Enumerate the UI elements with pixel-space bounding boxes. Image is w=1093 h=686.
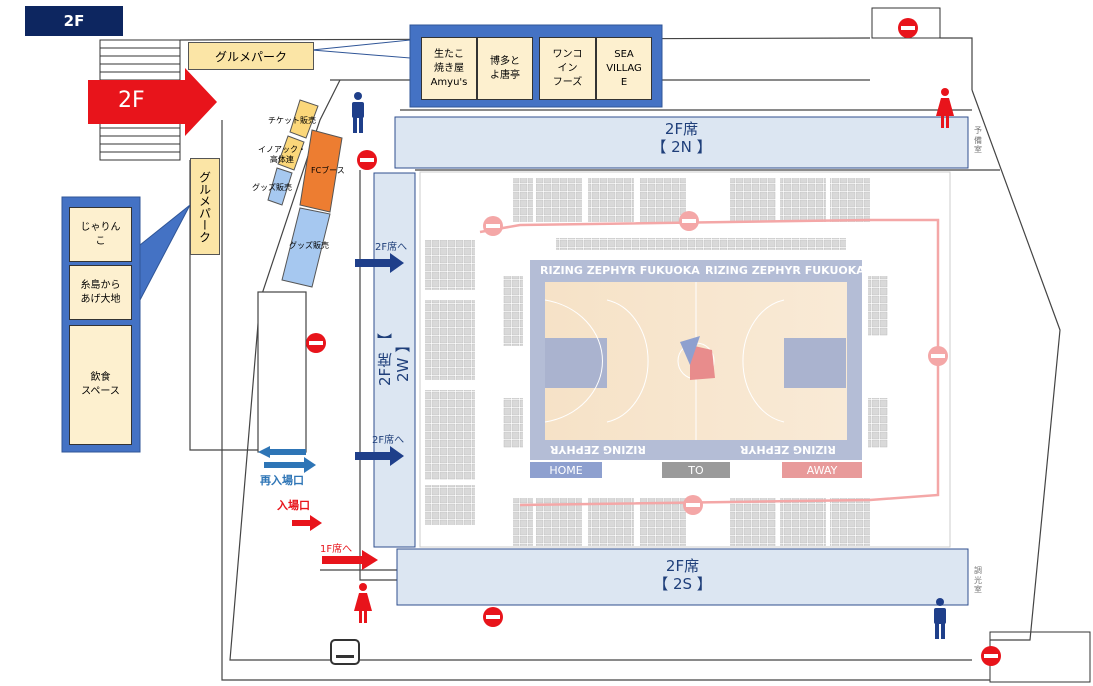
male-toilet-icon — [352, 92, 364, 133]
stall-amyus: 生たこ 焼き屋 Amyu's — [421, 37, 477, 100]
seat-section-2w — [373, 172, 416, 548]
reentry-label: 再入場口 — [260, 474, 304, 487]
stall-jarinko: じゃりん こ — [69, 207, 132, 262]
team-logo — [690, 345, 715, 380]
seat-block — [588, 498, 634, 546]
seat-2n-label: 2F席【 2N 】 — [651, 120, 712, 156]
stall-sea-village: SEA VILLAG E — [596, 37, 652, 100]
seat-section-2s — [396, 548, 969, 606]
seat-block — [730, 498, 776, 546]
seat-block — [556, 238, 846, 250]
court-banner-bottom-left: RIZING ZEPHYR — [550, 443, 646, 456]
seat-2s-label: 2F席【 2S 】 — [653, 557, 712, 593]
smoking-area-icon — [330, 639, 360, 665]
spare-room-label: 予 備 室 — [974, 126, 982, 155]
no-entry-icon — [483, 607, 503, 627]
seat-block — [425, 300, 475, 380]
no-entry-icon — [898, 18, 918, 38]
lighting-room-label: 調 光 室 — [974, 566, 982, 595]
no-entry-icon — [928, 346, 948, 366]
seat-block — [730, 178, 776, 222]
gourmet-park-side-label: グルメパーク — [190, 158, 220, 255]
booth-ticket: チケット販売 — [268, 116, 316, 125]
to-2f-seats-label-a: 2F席へ — [375, 242, 408, 253]
booth-inoac: イノアック・ 高体連 — [258, 145, 306, 164]
booth-goods-2: グッズ販売 — [289, 241, 329, 250]
seat-block — [536, 178, 582, 222]
eating-space: 飲食 スペース — [69, 325, 132, 445]
seat-block — [513, 178, 533, 222]
male-toilet-icon — [934, 598, 946, 639]
stall-hakata-toyokaratei: 博多と よ唐亭 — [477, 37, 533, 100]
no-entry-icon — [981, 646, 1001, 666]
home-bench: HOME — [549, 463, 583, 477]
floor-badge: 2F — [25, 6, 123, 36]
seat-block — [868, 398, 888, 448]
seat-block — [588, 178, 634, 222]
court-banner-right: RIZING ZEPHYR FUKUOKA — [705, 264, 865, 277]
court-banner-left: RIZING ZEPHYR FUKUOKA — [540, 264, 700, 277]
seat-block — [536, 498, 582, 546]
booth-goods-1: グッズ販売 — [252, 183, 292, 192]
seat-block — [868, 276, 888, 336]
booths — [267, 99, 343, 288]
seat-block — [830, 498, 870, 546]
no-entry-icon — [357, 150, 377, 170]
no-entry-icon — [483, 216, 503, 236]
seat-block — [780, 498, 826, 546]
seat-block — [503, 276, 523, 346]
table-officials: TO — [688, 463, 704, 477]
gourmet-park-label: グルメパーク — [188, 42, 314, 70]
seat-block — [425, 390, 475, 480]
no-entry-icon — [679, 211, 699, 231]
floor-arrow-label: 2F — [118, 88, 145, 113]
court-banner-bottom-right: RIZING ZEPHYR — [740, 443, 836, 456]
seat-2w-label: 2F席 【 2W 】 — [376, 333, 412, 387]
basketball-court — [530, 260, 862, 478]
no-entry-icon — [683, 495, 703, 515]
seat-block — [640, 498, 686, 546]
seat-block — [780, 178, 826, 222]
entrance-label: 入場口 — [277, 499, 310, 512]
seat-block — [830, 178, 870, 222]
seat-block — [425, 240, 475, 290]
booth-fc: FCブース — [311, 166, 345, 175]
seat-block — [513, 498, 533, 546]
female-toilet-icon — [354, 583, 372, 623]
no-entry-icon — [306, 333, 326, 353]
stall-wanko-in-foods: ワンコ イン フーズ — [539, 37, 596, 100]
route-line — [479, 218, 940, 507]
direction-arrows — [258, 253, 404, 570]
away-bench: AWAY — [806, 463, 838, 477]
seat-section-2n — [394, 116, 969, 169]
seat-block — [425, 485, 475, 525]
to-1f-seats-label: 1F席へ — [320, 544, 353, 555]
to-2f-seats-label-b: 2F席へ — [372, 435, 405, 446]
seat-block — [640, 178, 686, 222]
arrow-2f — [88, 68, 217, 136]
female-toilet-icon — [936, 88, 954, 128]
seat-block — [503, 398, 523, 448]
stall-itoshima-karaage: 糸島から あげ大地 — [69, 265, 132, 320]
